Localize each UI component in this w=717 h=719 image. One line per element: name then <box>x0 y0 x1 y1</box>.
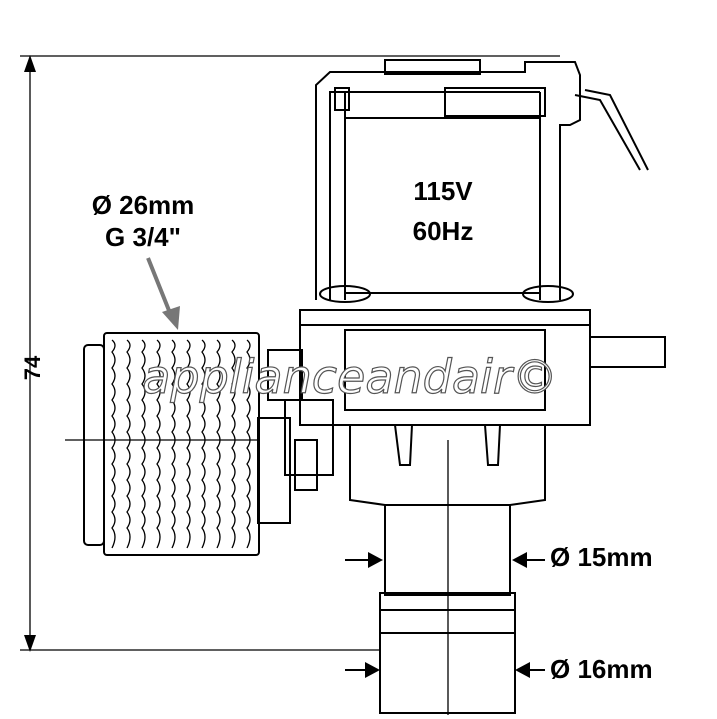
thread-pointer-arrow <box>146 257 180 330</box>
outlet-dimension-upper <box>345 552 545 568</box>
outlet-dimension-lower <box>345 662 545 678</box>
height-label: 74 <box>20 355 45 380</box>
coil-body <box>319 117 574 303</box>
inlet-thread-label: G 3/4" <box>105 222 181 252</box>
outlet-diameter-lower-label: Ø 16mm <box>550 654 653 684</box>
watermark: applianceandair© <box>142 350 558 404</box>
outlet-diameter-upper-label: Ø 15mm <box>550 542 653 572</box>
voltage-label: 115V <box>413 176 473 206</box>
frequency-label: 60Hz <box>413 216 474 246</box>
inlet-diameter-label: Ø 26mm <box>92 190 195 220</box>
outlet-pipe <box>379 440 516 715</box>
threaded-inlet <box>65 332 260 556</box>
solenoid-frame <box>315 59 649 300</box>
valve-body <box>257 309 666 524</box>
height-dimension <box>20 55 560 652</box>
